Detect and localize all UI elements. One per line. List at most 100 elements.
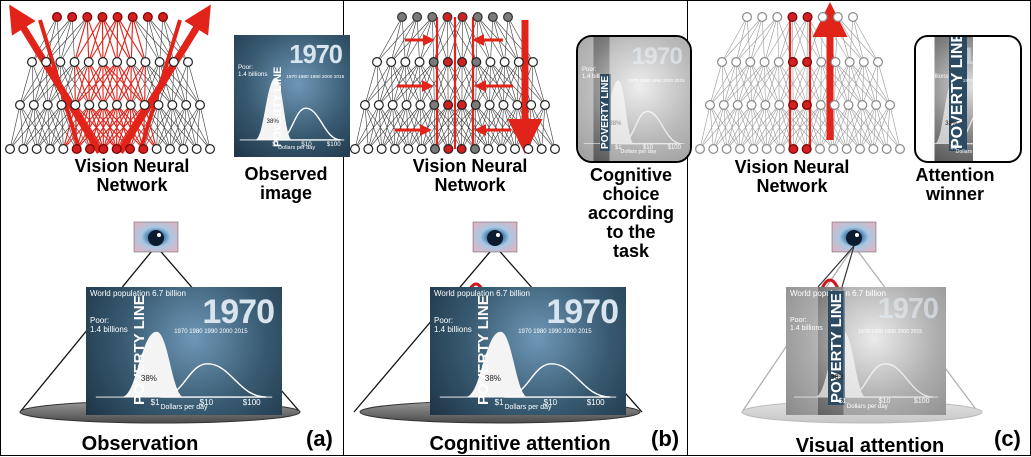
- network-edge: [421, 104, 449, 150]
- network-node: [397, 12, 408, 23]
- network-edge: [739, 104, 766, 150]
- network-node: [55, 56, 66, 67]
- network-edge: [401, 16, 406, 63]
- network-node: [42, 99, 53, 110]
- network-node: [360, 99, 371, 110]
- red-connection: [102, 104, 146, 150]
- chart-percent: 38%: [266, 117, 279, 125]
- network-edge: [877, 61, 891, 106]
- network-edge: [776, 16, 780, 63]
- network-edge: [852, 16, 865, 63]
- red-connection: [116, 61, 132, 106]
- network-edge: [9, 104, 21, 150]
- network-edge: [792, 16, 808, 63]
- chart-curves: [239, 77, 345, 141]
- timeline-ticks: 1970 1980 1990 2000 2015: [174, 329, 248, 336]
- network-node: [112, 12, 123, 23]
- network-node: [510, 144, 521, 155]
- gaze-ray: [817, 245, 855, 288]
- chart-poor-label: Poor: 1.4 billions: [790, 317, 823, 332]
- network-edge: [489, 61, 520, 106]
- network-edge: [766, 104, 808, 150]
- network-node: [760, 99, 771, 110]
- network-node: [400, 56, 411, 67]
- network-node: [153, 99, 164, 110]
- network-node: [51, 12, 62, 23]
- poverty-line-label: POVERTY LINE: [272, 66, 285, 148]
- network-edge: [709, 61, 723, 106]
- network-edge: [834, 61, 850, 106]
- eye-pupil: [846, 230, 862, 246]
- chart-year: 1970: [878, 293, 939, 326]
- network-edge: [862, 61, 879, 106]
- network-node: [472, 12, 483, 23]
- network-node: [456, 144, 467, 155]
- network-edge: [792, 16, 822, 63]
- x-tick-100: $100: [326, 140, 341, 148]
- network-edge: [169, 104, 201, 150]
- network-edge: [504, 16, 509, 63]
- caption-c: Visual attention: [795, 435, 945, 457]
- network-edge: [852, 16, 879, 63]
- network-edge: [709, 61, 737, 106]
- network-node: [178, 144, 189, 155]
- network-edge: [886, 104, 891, 150]
- network-edge: [713, 104, 752, 150]
- network-edge: [132, 16, 160, 63]
- network-edge: [765, 61, 780, 106]
- network-edge: [837, 16, 865, 63]
- chart-percent: 38%: [831, 374, 845, 381]
- network-edge: [859, 104, 877, 150]
- network-node: [390, 144, 401, 155]
- network-node: [138, 144, 149, 155]
- network-edge: [735, 16, 748, 63]
- network-node: [28, 99, 39, 110]
- network-edge: [699, 104, 738, 150]
- chart-year: 1970: [202, 293, 275, 331]
- chart-percent: 38%: [140, 374, 157, 384]
- network-edge: [364, 61, 378, 106]
- network-edge: [699, 104, 725, 150]
- x-tick-10: $10: [301, 140, 312, 148]
- network-edge: [364, 61, 406, 106]
- network-edge: [199, 104, 211, 150]
- network-node: [27, 56, 38, 67]
- network-node: [774, 99, 785, 110]
- network-edge: [381, 104, 421, 150]
- network-edge: [793, 104, 822, 150]
- network-node: [31, 144, 42, 155]
- red-connection: [88, 16, 103, 63]
- network-edge: [737, 61, 779, 106]
- eye-highlight: [496, 233, 500, 237]
- network-node: [884, 99, 895, 110]
- network-edge: [532, 61, 546, 106]
- timeline-ticks: 1970 1980 1990 2000 2015: [858, 329, 922, 335]
- red-connection: [132, 16, 146, 63]
- network-edge: [735, 16, 778, 63]
- network-edge: [394, 104, 435, 150]
- network-edge: [721, 16, 763, 63]
- network-edge: [713, 104, 738, 150]
- red-connection: [76, 104, 118, 150]
- network-node: [774, 144, 785, 155]
- chart-background: [786, 287, 946, 415]
- network-edge: [392, 61, 434, 106]
- network-edge: [47, 61, 89, 106]
- caption-b: Cognitive attention: [429, 433, 611, 455]
- network-node: [414, 56, 425, 67]
- network-node: [56, 99, 67, 110]
- network-node: [139, 99, 150, 110]
- network-node: [788, 144, 799, 155]
- network-edge: [448, 104, 477, 150]
- network-edge: [503, 61, 520, 106]
- network-edge: [378, 61, 420, 106]
- network-edge: [819, 104, 849, 150]
- x-tick-10: $10: [543, 398, 558, 408]
- x-tick-10: $10: [199, 398, 214, 408]
- timeline-ticks: 1970 1980 1990 2000 2015: [628, 78, 684, 83]
- network-node: [499, 56, 510, 67]
- red-connection: [102, 16, 119, 63]
- network-edge: [156, 104, 173, 150]
